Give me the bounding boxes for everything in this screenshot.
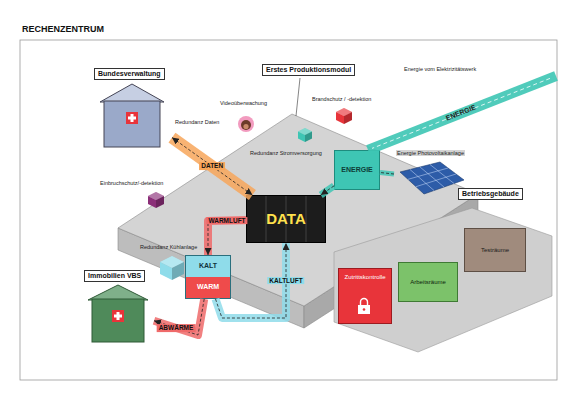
flow-band — [154, 299, 204, 335]
flow-connector — [321, 186, 334, 195]
lock-icon — [358, 299, 370, 314]
room-box: Arbeitsräume — [398, 262, 458, 302]
camera-ring — [238, 116, 254, 132]
box-label: DATA — [266, 210, 305, 227]
callout-label: Energie vom Elektrizitätswerk — [404, 66, 476, 72]
building-node: Immobilien VBS — [82, 270, 154, 348]
lock-body — [358, 305, 370, 314]
flow-connector — [208, 220, 246, 255]
callout-label: Redundanz Daten — [175, 119, 219, 125]
flow-line — [208, 220, 246, 255]
node-outline — [394, 150, 467, 206]
box-label: Testräume — [481, 247, 509, 254]
cooling-unit: KALT WARM — [185, 255, 231, 299]
flow-connector — [172, 138, 252, 195]
flow-line — [380, 173, 394, 175]
building-node: Bundesverwaltung — [92, 66, 172, 152]
emblem-cross — [114, 315, 122, 318]
solar-grid — [430, 165, 454, 184]
callout-label: Brandschutz / -detektion — [312, 96, 371, 102]
lock-shackle — [361, 299, 368, 305]
callout-label: Redundanz Kühlanlage — [140, 244, 197, 250]
flow-label: DATEN — [199, 162, 225, 170]
operations-building: TesträumeArbeitsräume Zutrittskontrolle Be… — [330, 184, 554, 356]
solar-grid — [408, 168, 448, 179]
node-heading: Bundesverwaltung — [94, 68, 165, 80]
fire-detector-icon — [336, 108, 352, 124]
solar-panel-surface — [400, 162, 464, 194]
emblem-cross — [128, 117, 136, 120]
flow-band — [172, 138, 252, 195]
node-heading: Betriebsgebäude — [458, 188, 523, 200]
band-label: ENERGIE — [445, 103, 477, 122]
node-heading: Immobilien VBS — [84, 270, 145, 282]
house-body — [104, 101, 160, 147]
room-box: Testräume — [464, 228, 526, 272]
flow-line — [321, 186, 334, 195]
node-heading: Erstes Produktionsmodul — [262, 64, 355, 76]
flow-line — [154, 299, 204, 335]
box-label: Zutrittskontrolle — [344, 274, 385, 281]
flow-band — [321, 186, 334, 195]
energy-band-dash — [372, 78, 550, 148]
page-title: RECHENZENTRUM — [22, 24, 104, 34]
flow-band — [380, 173, 394, 175]
flow-band — [208, 220, 246, 255]
camera-head — [241, 120, 251, 130]
house-roof — [88, 285, 148, 300]
flow-line — [172, 138, 252, 195]
lock-hole — [363, 308, 366, 311]
solar-grid — [416, 174, 456, 187]
house-roof — [100, 84, 164, 102]
access-control-box: Zutrittskontrolle — [338, 268, 392, 324]
flow-label: WARMLUFT — [206, 217, 247, 225]
solar-panel: Energie Photovoltaikanlage — [394, 150, 467, 206]
camera-face — [243, 124, 248, 129]
flow-label: KALTLUFT — [267, 277, 304, 285]
callout-label: Einbruchschutz/-detektion — [100, 180, 163, 186]
flow-connector — [154, 299, 204, 335]
flow-label: ABWÄRME — [157, 324, 196, 332]
callout-label: Redundanz Stromversorgung — [250, 150, 322, 156]
platform-top — [118, 114, 478, 306]
redundant-power-icon — [298, 128, 312, 142]
emblem — [126, 112, 138, 124]
energy-box: ENERGIE — [334, 150, 380, 190]
box-label: Arbeitsräume — [410, 279, 446, 286]
emblem — [112, 310, 124, 322]
box-label: ENERGIE — [341, 166, 373, 174]
callout-label: Videoüberwachung — [220, 100, 267, 106]
leader-line — [296, 78, 300, 116]
building-ground — [334, 208, 552, 352]
box-label: KALT — [199, 262, 217, 270]
solar-grid — [410, 170, 434, 191]
flow-connector — [380, 173, 394, 175]
frame — [20, 40, 557, 380]
house-body — [92, 299, 144, 342]
energy-band — [368, 76, 556, 150]
camera-icon — [238, 116, 254, 132]
intrusion-detector-icon — [148, 192, 164, 208]
box-label: WARM — [197, 283, 219, 291]
server-rack: DATA — [246, 195, 326, 243]
redundant-cooling-icon — [160, 256, 184, 280]
node-heading: Energie Photovoltaikanlage — [396, 150, 465, 156]
